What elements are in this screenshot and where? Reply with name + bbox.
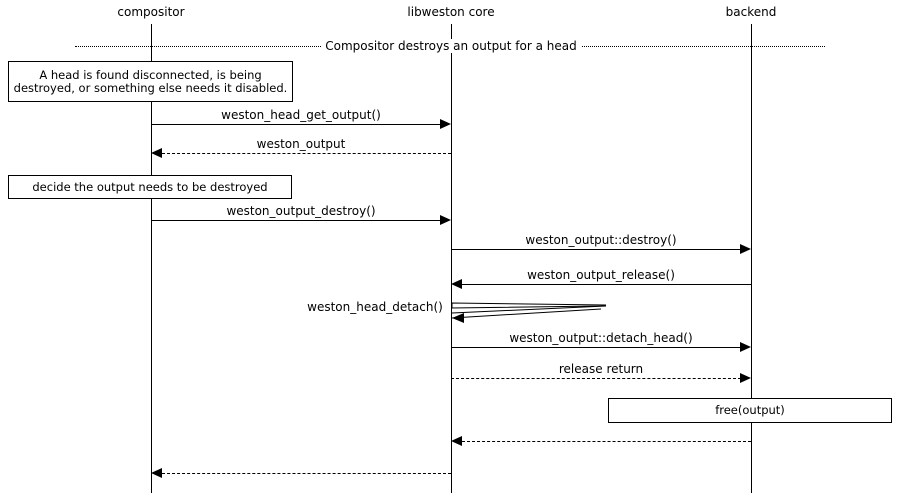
divider-label: Compositor destroys an output for a head	[321, 39, 581, 53]
note-free-output: free(output)	[608, 398, 892, 423]
note-head-disconnected: A head is found disconnected, is being d…	[8, 61, 293, 102]
participant-label-libweston-core: libweston core	[407, 5, 495, 19]
msg-label-release-return: release return	[555, 362, 647, 376]
arrow-head-left-icon	[151, 468, 162, 478]
msg-label-backend-destroy: weston_output::destroy()	[522, 233, 680, 247]
arrow-head-right-icon	[440, 215, 451, 225]
note-decide-destroy: decide the output needs to be destroyed	[8, 175, 292, 199]
lifeline-compositor	[151, 24, 152, 493]
msg-line-output-release	[462, 284, 751, 285]
msg-line-backend-return	[462, 441, 751, 442]
arrow-head-right-icon	[740, 373, 751, 383]
arrow-head-right-icon	[440, 119, 451, 129]
arrow-head-left-icon	[151, 148, 162, 158]
arrow-head-left-icon	[451, 279, 462, 289]
selfcall-head-detach	[451, 296, 611, 326]
msg-line-output-destroy	[151, 220, 441, 221]
msg-line-weston-output	[162, 153, 451, 154]
arrow-head-right-icon	[740, 244, 751, 254]
msg-label-head-get-output: weston_head_get_output()	[218, 108, 384, 122]
arrow-head-left-icon	[451, 436, 462, 446]
participant-label-compositor: compositor	[117, 5, 185, 19]
arrow-head-right-icon	[740, 342, 751, 352]
msg-label-weston-output: weston_output	[253, 137, 349, 151]
msg-line-detach-head	[451, 347, 741, 348]
msg-label-output-destroy: weston_output_destroy()	[223, 204, 379, 218]
msg-label-head-detach: weston_head_detach()	[304, 300, 446, 314]
msg-label-output-release: weston_output_release()	[524, 268, 678, 282]
msg-line-backend-destroy	[451, 249, 741, 250]
participant-label-backend: backend	[725, 5, 777, 19]
lifeline-backend	[751, 24, 752, 493]
msg-line-head-get-output	[151, 124, 441, 125]
msg-label-detach-head: weston_output::detach_head()	[506, 331, 696, 345]
lifeline-libweston-core	[451, 24, 452, 493]
msg-line-release-return	[451, 378, 741, 379]
msg-line-core-return	[162, 473, 451, 474]
